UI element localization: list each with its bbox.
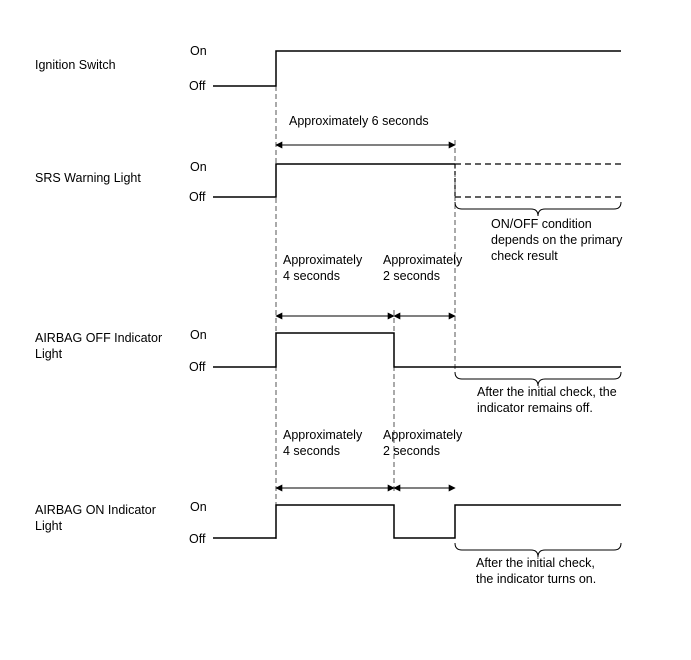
- level-on-airbag-on: On: [190, 500, 207, 514]
- note-airbag-off-line2: indicator remains off.: [477, 401, 593, 415]
- brace-airbag-on: [454, 542, 622, 558]
- interval-label-six-seconds: Approximately 6 seconds: [289, 114, 429, 128]
- interval-label-on-first-line1: Approximately: [283, 428, 363, 442]
- note-srs-line2: depends on the primary: [491, 233, 623, 247]
- signal-label-airbag-on-line2: Light: [35, 519, 63, 533]
- note-srs-line3: check result: [491, 249, 558, 263]
- level-on-srs: On: [190, 160, 207, 174]
- signal-label-ignition: Ignition Switch: [35, 58, 116, 72]
- interval-label-on-second-line2: 2 seconds: [383, 444, 440, 458]
- interval-label-off-first-line2: 4 seconds: [283, 269, 340, 283]
- signal-label-airbag-off-line1: AIRBAG OFF Indicator: [35, 331, 162, 345]
- interval-label-off-second-line2: 2 seconds: [383, 269, 440, 283]
- interval-label-on-second-line1: Approximately: [383, 428, 463, 442]
- waveform-ignition: [213, 50, 621, 87]
- signal-label-airbag-on-line1: AIRBAG ON Indicator: [35, 503, 156, 517]
- note-airbag-off-line1: After the initial check, the: [477, 385, 617, 399]
- interval-label-off-first-line1: Approximately: [283, 253, 363, 267]
- waveform-srs: [213, 163, 455, 198]
- brace-airbag-off: [454, 371, 622, 387]
- signal-label-srs: SRS Warning Light: [35, 171, 141, 185]
- waveform-airbag-on: [213, 504, 621, 539]
- level-on-ignition: On: [190, 44, 207, 58]
- brace-srs: [454, 201, 622, 217]
- level-off-airbag-on: Off: [189, 532, 206, 546]
- interval-label-off-second-line1: Approximately: [383, 253, 463, 267]
- level-on-airbag-off: On: [190, 328, 207, 342]
- level-off-airbag-off: Off: [189, 360, 206, 374]
- note-airbag-on-line2: the indicator turns on.: [476, 572, 596, 586]
- interval-label-on-first-line2: 4 seconds: [283, 444, 340, 458]
- note-srs-line1: ON/OFF condition: [491, 217, 592, 231]
- signal-label-airbag-off-line2: Light: [35, 347, 63, 361]
- level-off-ignition: Off: [189, 79, 206, 93]
- level-off-srs: Off: [189, 190, 206, 204]
- note-airbag-on-line1: After the initial check,: [476, 556, 595, 570]
- waveform-airbag-off: [213, 332, 621, 368]
